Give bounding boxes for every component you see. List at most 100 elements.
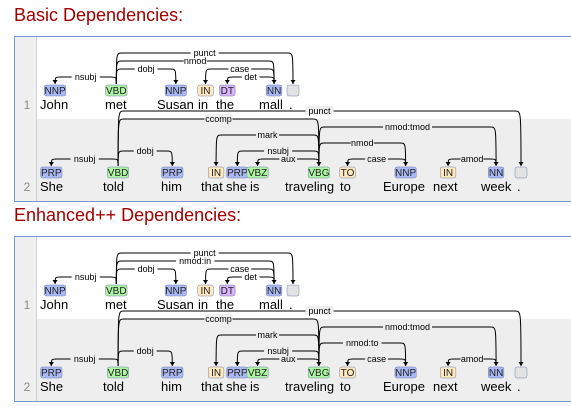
arc-label: dobj	[137, 146, 154, 156]
token-word: she	[226, 379, 247, 394]
pos-tag-box	[107, 166, 130, 179]
pos-tag-label: VBZ	[248, 368, 267, 379]
token-word: told	[103, 179, 124, 194]
arc-label: det	[244, 72, 257, 82]
pos-tag-label: TO	[341, 368, 355, 379]
dependency-arrowhead	[290, 280, 296, 284]
token-word: him	[161, 179, 182, 194]
dependency-arrowhead	[173, 280, 179, 284]
token-word: .	[517, 379, 521, 394]
arc-label-bg	[383, 322, 432, 331]
arc-label-bg	[190, 248, 219, 257]
dependency-arrowhead	[345, 362, 351, 366]
token-word: to	[340, 179, 351, 194]
arc-label: mark	[258, 330, 278, 340]
token-word: John	[40, 297, 68, 312]
dependency-arrowhead	[403, 362, 409, 366]
arc-label: mark	[258, 130, 278, 140]
token-word: next	[433, 379, 458, 394]
arc-label: aux	[281, 354, 296, 364]
arc-label-bg	[71, 272, 100, 281]
arc-label: amod	[461, 154, 484, 164]
arc-label: det	[244, 272, 257, 282]
pos-tag-label: NNP	[45, 286, 66, 297]
pos-tag-label: VBD	[106, 86, 127, 97]
arc-label: amod	[461, 354, 484, 364]
dependency-arrowhead	[271, 280, 277, 284]
line-number: 1	[24, 98, 31, 112]
pos-tag-box	[208, 166, 225, 179]
dependency-arrowhead	[290, 80, 296, 84]
pos-tag-label: PRP	[41, 168, 62, 179]
arc-label: ccomp	[205, 114, 232, 124]
arc-label-bg	[134, 64, 158, 73]
arc-label-bg	[175, 256, 215, 265]
pos-tag-box	[219, 84, 236, 97]
pos-tag-box	[197, 84, 214, 97]
pos-tag-box	[208, 366, 225, 379]
token-word: traveling	[285, 179, 334, 194]
pos-tag-box	[105, 84, 128, 97]
dependency-arrowhead	[224, 280, 230, 284]
arc-label-bg	[264, 346, 293, 355]
dependency-arrowhead	[316, 162, 322, 166]
dependency-arrowhead	[234, 162, 240, 166]
token-word: met	[105, 297, 127, 312]
arc-label: nmod:tmod	[385, 122, 430, 132]
arc-label-bg	[305, 106, 334, 115]
pos-tag-box	[394, 166, 417, 179]
arc-label: nsubj	[75, 72, 97, 82]
arc-label-bg	[133, 146, 157, 155]
arc-label-bg	[183, 56, 207, 65]
pos-tag-box	[488, 166, 505, 179]
token-word: the	[216, 97, 234, 112]
token-word: is	[250, 379, 260, 394]
arc-label-bg	[383, 122, 432, 131]
arc-label-bg	[264, 146, 293, 155]
token-word: him	[161, 379, 182, 394]
pos-tag-label: VBG	[308, 168, 329, 179]
dependency-arrowhead	[203, 280, 209, 284]
line-number: 2	[24, 380, 31, 394]
token-word: next	[433, 179, 458, 194]
dependency-arrowhead	[445, 162, 451, 166]
dependency-arrowhead	[493, 362, 499, 366]
arc-label-bg	[241, 72, 260, 81]
dependency-arrowhead	[345, 162, 351, 166]
pos-tag-label: NNP	[395, 168, 416, 179]
arc-label-bg	[228, 64, 252, 73]
line-number-gutter	[15, 237, 37, 401]
pos-tag-label: PRP	[227, 368, 248, 379]
arc-label: nsubj	[75, 272, 97, 282]
pos-tag-label: NN	[489, 368, 503, 379]
dependency-arrowhead	[48, 362, 54, 366]
pos-tag-box	[440, 366, 457, 379]
pos-tag-box	[105, 284, 128, 297]
arc-label-bg	[70, 354, 99, 363]
pos-tag-box	[44, 84, 67, 97]
basic-dependencies-title: Basic Dependencies:	[14, 5, 184, 25]
pos-tag-label: NN	[267, 286, 281, 297]
arc-label: case	[230, 64, 249, 74]
pos-tag-label: VBZ	[248, 168, 267, 179]
arc-label: case	[367, 354, 386, 364]
pos-tag-box	[161, 366, 184, 379]
token-word: week	[480, 379, 512, 394]
pos-tag-label: VBD	[108, 168, 129, 179]
line-number-gutter	[15, 37, 37, 201]
pos-tag-box	[107, 366, 130, 379]
arc-label: punct	[194, 48, 217, 58]
pos-tag-box	[339, 366, 356, 379]
pos-tag-box	[266, 84, 283, 97]
pos-tag-box	[339, 166, 356, 179]
arc-label-bg	[365, 354, 389, 363]
pos-tag-label: IN	[211, 168, 221, 179]
arc-label-bg	[460, 154, 484, 163]
token-word: that	[201, 179, 223, 194]
arc-label-bg	[133, 346, 157, 355]
pos-tag-box	[266, 284, 283, 297]
dependency-arrowhead	[213, 362, 219, 366]
dependency-arrowhead	[169, 362, 175, 366]
pos-tag-label: IN	[211, 368, 221, 379]
arc-label-bg	[256, 330, 279, 339]
